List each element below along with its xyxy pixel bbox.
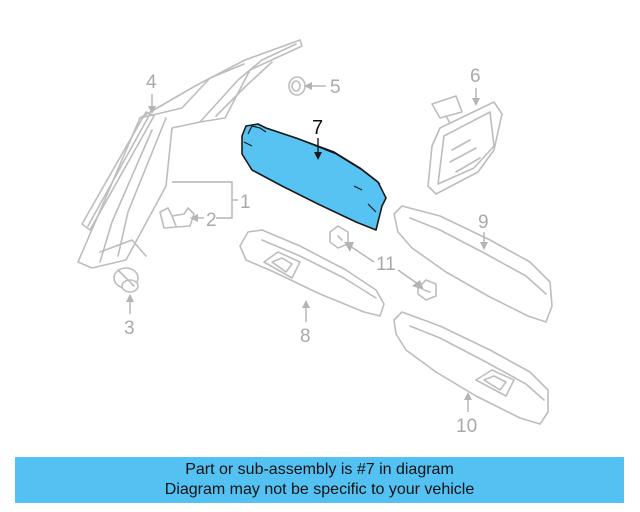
banner-line-2: Diagram may not be specific to your vehi… [164, 481, 475, 498]
callout-6: 6 [470, 66, 481, 87]
callout-11: 11 [376, 254, 396, 275]
part-9-sun-visor [393, 205, 553, 323]
callout-5: 5 [330, 77, 341, 98]
part-7-highlighted-trim [241, 123, 387, 231]
part-4-weatherstrip [81, 111, 155, 231]
callout-2: 2 [206, 210, 217, 231]
callout-9: 9 [478, 212, 489, 233]
callout-4: 4 [146, 72, 157, 93]
callout-3: 3 [124, 318, 135, 339]
part-6-mirror [427, 95, 503, 195]
leader-lines [126, 82, 488, 412]
banner-line-1: Part or sub-assembly is #7 in diagram [185, 461, 454, 478]
callout-10: 10 [456, 416, 477, 437]
info-banner: Part or sub-assembly is #7 in diagram Di… [15, 457, 624, 503]
part-10-sun-visor [393, 311, 549, 425]
callout-1: 1 [240, 192, 251, 213]
callout-8: 8 [300, 326, 311, 347]
part-1-pillar-trim [77, 39, 303, 269]
part-11-visor-clips [329, 225, 437, 301]
callout-7: 7 [312, 117, 323, 139]
part-3-grommet [113, 267, 139, 293]
part-5-plug [288, 76, 306, 96]
parts-diagram: 4 5 6 7 1 2 3 8 9 10 11 [77, 39, 553, 437]
part-8-sun-visor [239, 229, 385, 317]
part-2-clip [159, 207, 195, 229]
